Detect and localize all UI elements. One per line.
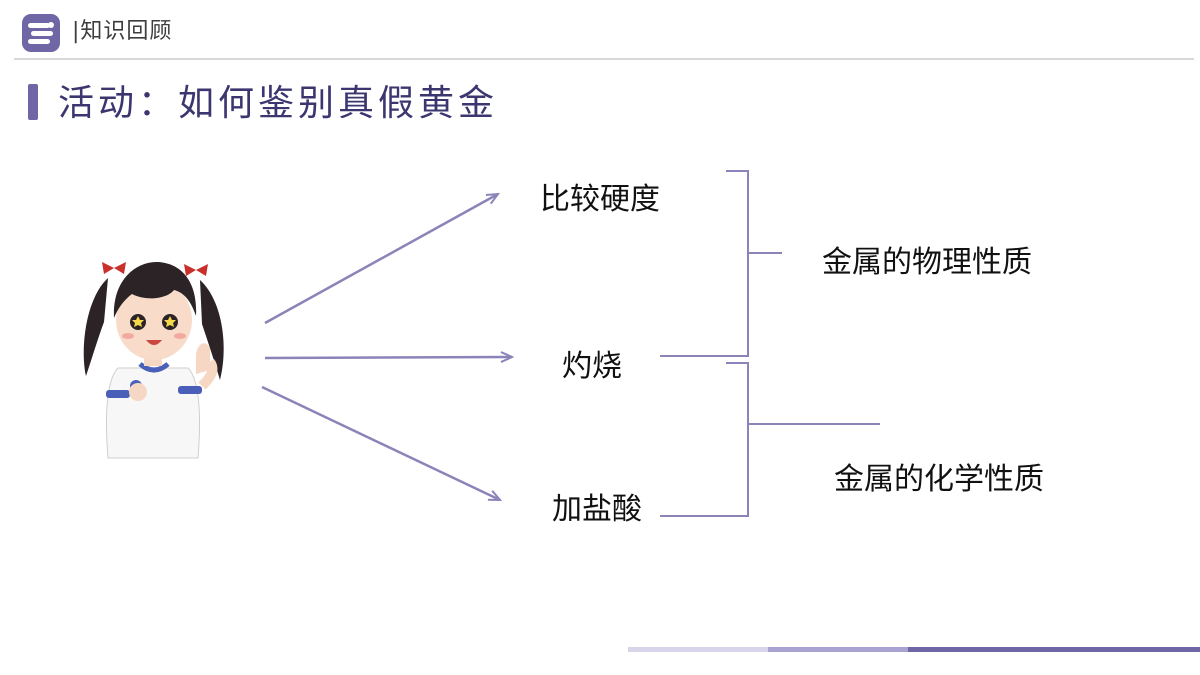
app-logo-icon bbox=[22, 14, 60, 52]
cartoon-girl-illustration bbox=[83, 262, 224, 459]
arrow-to-burning bbox=[264, 357, 512, 358]
method-acid: 加盐酸 bbox=[552, 492, 642, 527]
slide-title: 活动：如何鉴别真假黄金 bbox=[58, 83, 499, 124]
header-divider bbox=[14, 58, 1194, 60]
property-chemical: 金属的化学性质 bbox=[834, 462, 1044, 497]
arrow-to-acid bbox=[261, 385, 500, 502]
arrow-to-hardness bbox=[264, 194, 498, 325]
method-hardness: 比较硬度 bbox=[540, 182, 660, 217]
section-label: |知识回顾 bbox=[72, 19, 173, 44]
footer-decoration-bar bbox=[628, 647, 1200, 652]
property-physical: 金属的物理性质 bbox=[822, 245, 1032, 280]
bracket-chemical bbox=[660, 362, 880, 517]
method-burning: 灼烧 bbox=[562, 349, 622, 384]
bracket-physical bbox=[660, 170, 782, 357]
title-accent-bar bbox=[28, 84, 38, 120]
